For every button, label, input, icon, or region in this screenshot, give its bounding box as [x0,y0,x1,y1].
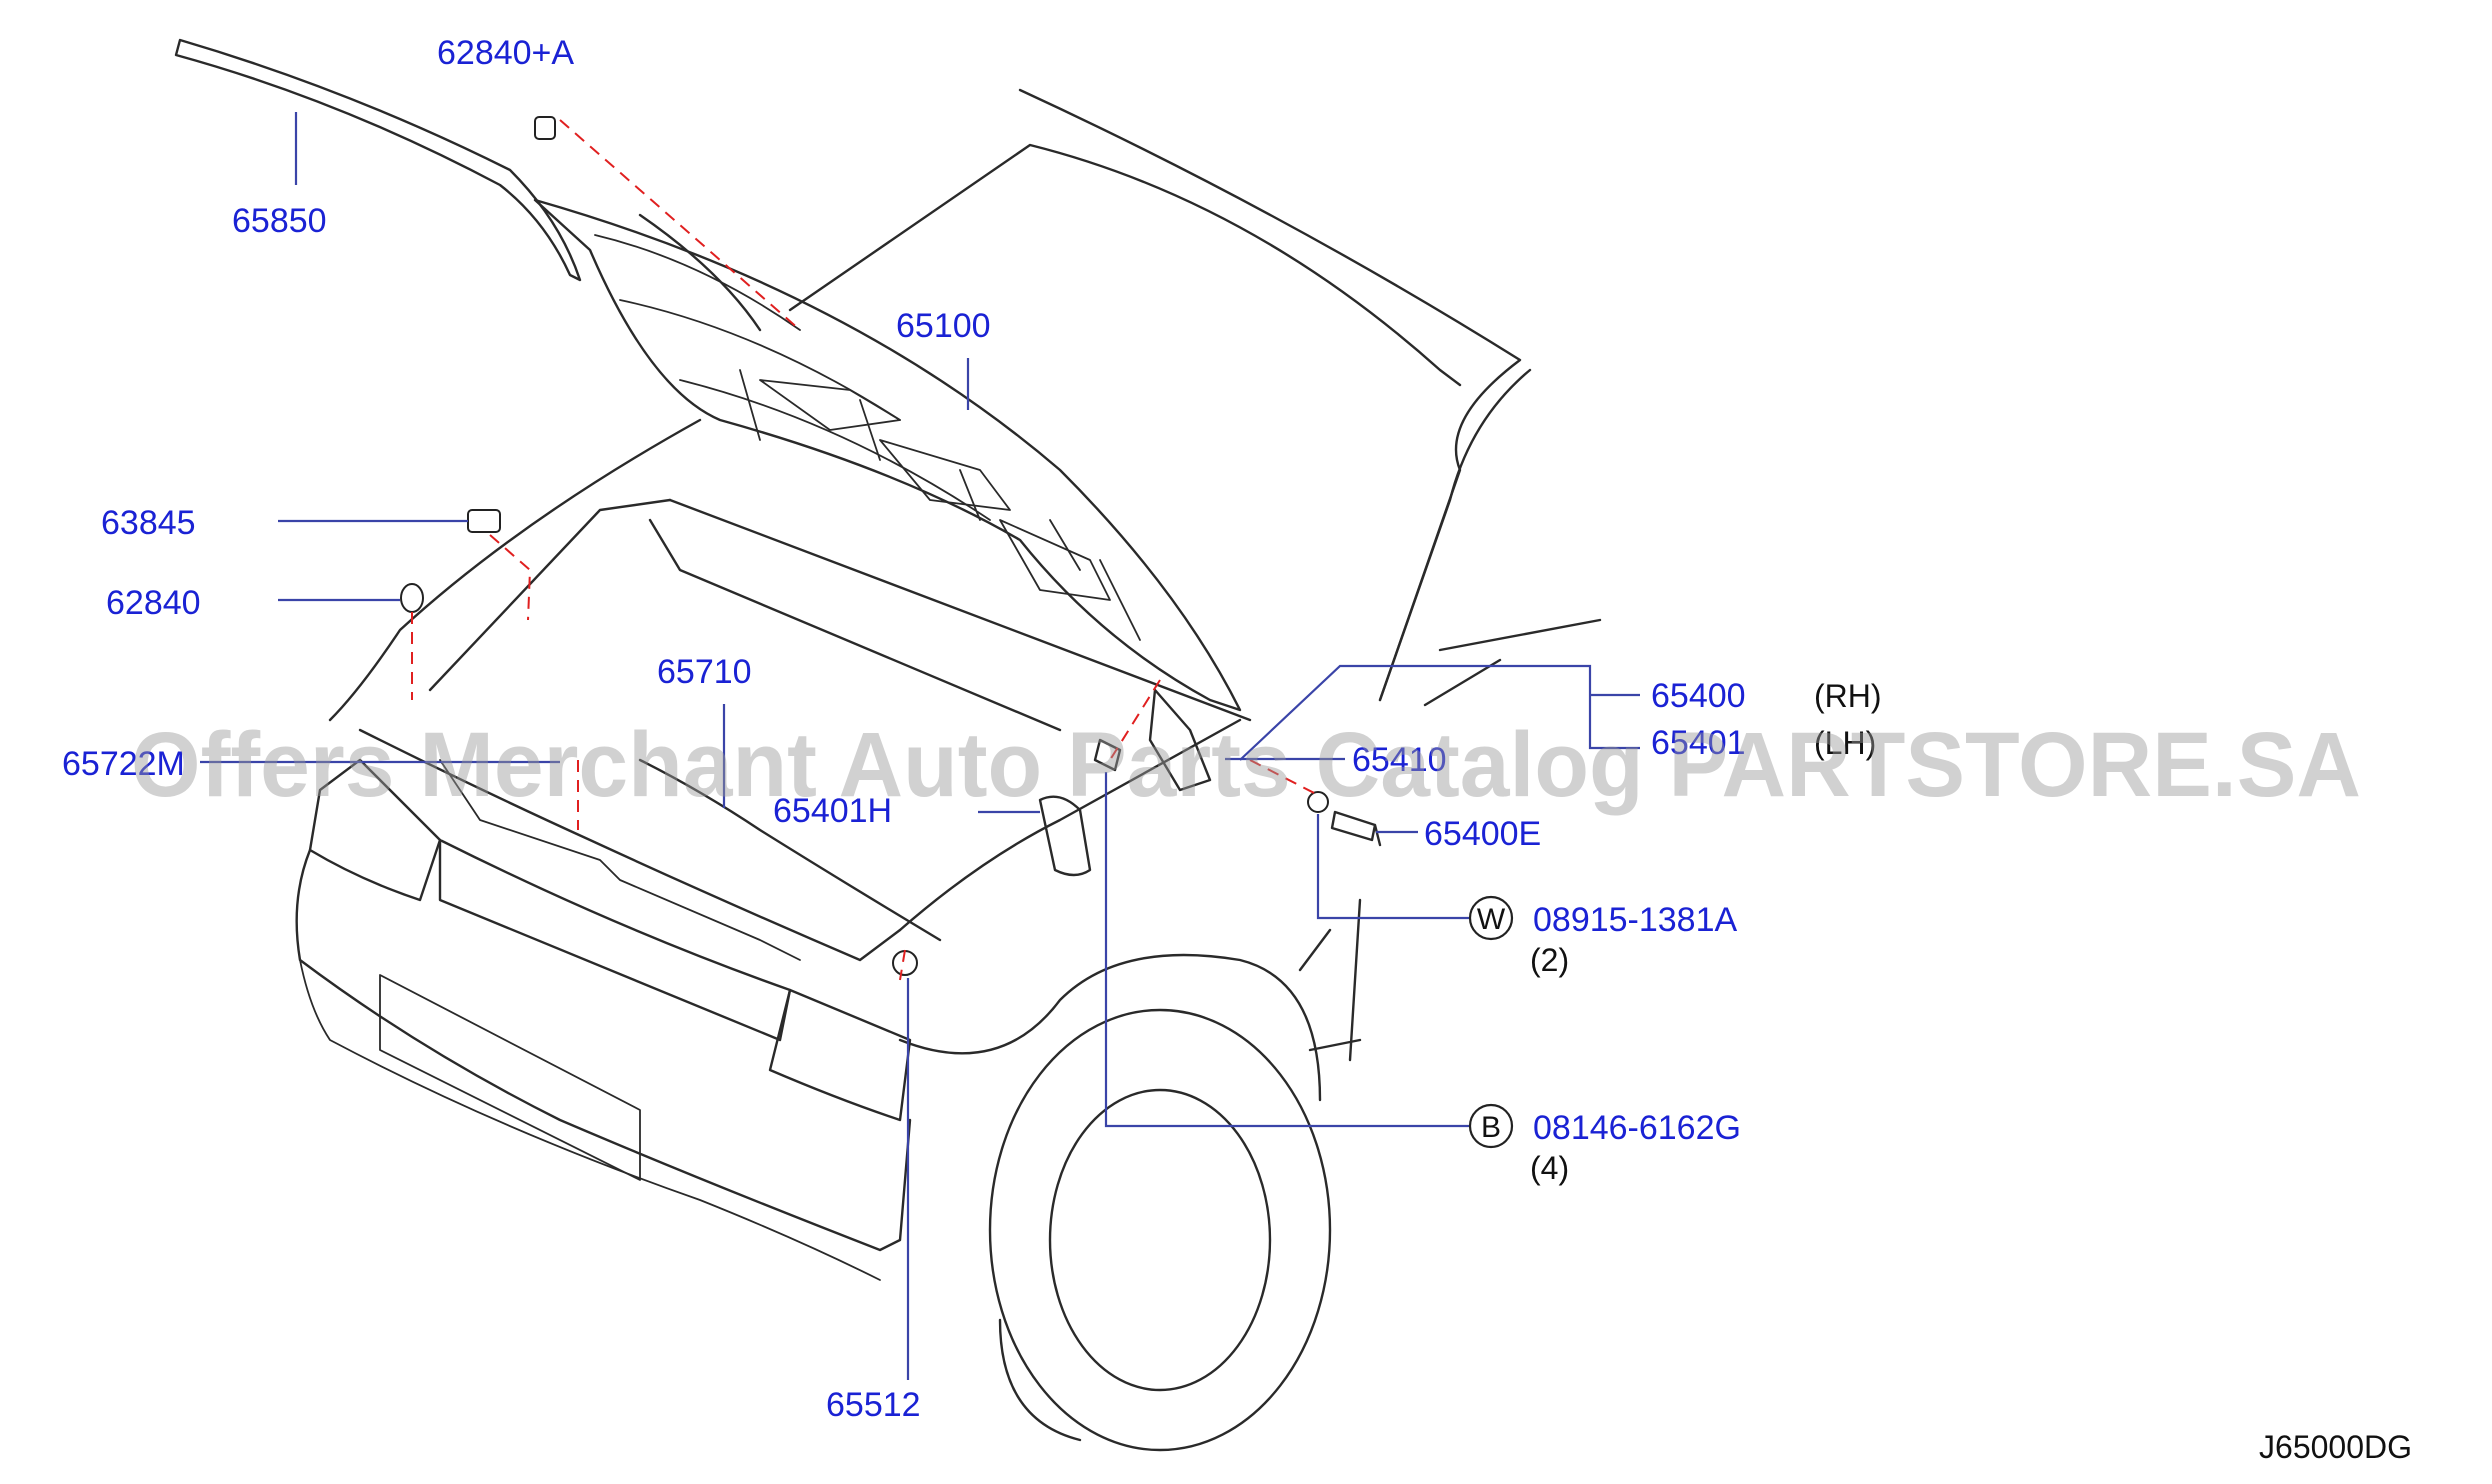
radiator-support [358,728,902,962]
leader-lines [200,112,1640,1380]
hinge-bolt [1093,738,1122,772]
symbol-w-circle [1468,895,1514,941]
label-lh: (LH) [1814,725,1876,761]
assembly-dashed-lines [411,119,1319,981]
a-pillar [1378,368,1532,702]
label-65400e: 65400E [1424,815,1541,853]
dash-65512 [899,949,906,981]
watermark-text: Offers Merchant Auto Parts Catalog PARTS… [131,714,2361,816]
cowl-panel [428,498,672,692]
label-62840: 62840 [106,584,201,622]
hood-hinge-65401 [1148,688,1212,792]
label-08915-1381a: 08915-1381A [1533,901,1738,939]
grille [438,838,792,1042]
hood-seal-strip [174,38,582,282]
license-plate-area [379,974,641,1181]
hood-reinforcement [759,379,1111,601]
hood-inner-frame [594,234,1141,641]
bolt-65400e [1330,810,1382,847]
leader-b [1104,772,1470,1128]
fender-left-top [328,418,702,722]
qty-w: (2) [1530,942,1569,978]
hood-bumper-rubber [534,116,556,140]
windshield-outline [788,143,1462,387]
dash-hood-bumper [559,119,801,331]
label-65100: 65100 [896,307,991,345]
fastener-callouts: W 08915-1381A (2) B 08146-6162G (4) [1468,895,1741,1186]
roof-outline [1018,88,1522,702]
label-65512: 65512 [826,1386,921,1424]
dash-bolt [1249,759,1319,796]
hood-bumper-62840 [400,583,424,613]
symbol-w: W [1477,903,1506,936]
fender-front-right [898,953,1322,1102]
radiator-core-support [439,759,801,961]
hood-lock-control-cable [638,758,942,942]
vehicle-line-art [174,38,1602,1452]
label-65850: 65850 [232,202,327,240]
hood-panel [533,198,1242,712]
hood-lock-assembly [1038,795,1092,877]
label-65722m: 65722M [62,745,185,783]
leader-w [1316,814,1470,920]
label-65401: 65401 [1651,724,1746,762]
front-wheel-rim [1048,1088,1272,1392]
washer-w [1307,791,1329,813]
dash-63845 [489,534,532,621]
label-62840a: 62840+A [437,34,574,72]
label-rh: (RH) [1814,678,1882,714]
body-side [1298,898,1362,1062]
label-65401h: 65401H [773,792,892,830]
tire-sidewall [998,1318,1082,1442]
front-bumper [295,848,912,1252]
symbol-b-circle [1468,1103,1514,1149]
engine-bay-back [648,498,1252,732]
fender-right-top [898,718,1242,932]
hood-stay-rod [638,213,762,332]
front-tire [988,1008,1332,1452]
bumper-lower [299,959,881,1281]
small-parts [400,116,1382,976]
qty-b: (4) [1530,1150,1569,1186]
diagram-code: J65000DG [2259,1429,2412,1465]
symbol-b: B [1481,1111,1501,1144]
label-65400: 65400 [1651,677,1746,715]
dash-hinge [1109,679,1161,761]
label-65410: 65410 [1352,741,1447,779]
headlamp-right [768,988,912,1122]
door-line [1423,618,1602,707]
part-labels: 62840+A 65850 65100 63845 62840 65710 65… [62,34,1882,1424]
leader-65400-65401 [1239,664,1640,761]
hood-bumper-63845 [467,509,501,533]
label-65710: 65710 [657,653,752,691]
label-63845: 63845 [101,504,196,542]
label-08146-6162g: 08146-6162G [1533,1109,1741,1147]
